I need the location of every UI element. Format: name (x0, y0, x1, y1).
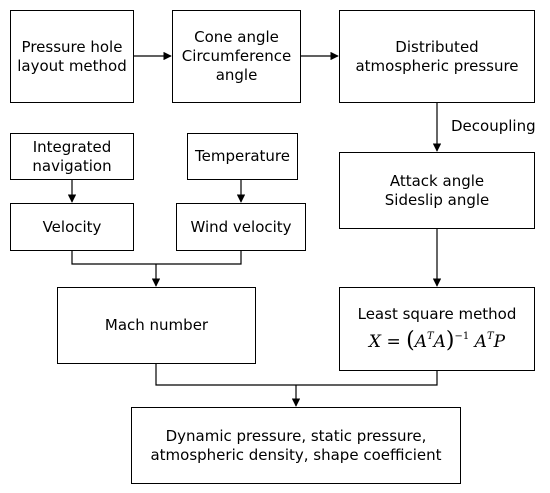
cone-angle-line-3: angle (215, 66, 258, 84)
dynamic-pressure-box: Dynamic pressure, static pressure, atmos… (131, 407, 461, 484)
decoupling-label: Decoupling (451, 117, 536, 135)
formula-t2: T (486, 331, 494, 342)
mach-number-line: Mach number (104, 316, 209, 334)
dynamic-line-1: Dynamic pressure, static pressure, (165, 426, 427, 445)
formula-a2: A (433, 332, 446, 352)
least-square-formula: X = (ATA)−1 ATP (368, 328, 506, 353)
connector-velocity-to-junction (71, 251, 242, 265)
formula-p: P (493, 332, 506, 352)
distributed-pressure-box: Distributed atmospheric pressure (339, 10, 535, 103)
cone-angle-line-1: Cone angle (194, 28, 279, 46)
pressure-hole-line-1: Pressure hole (21, 37, 123, 56)
attack-angle-line-1: Attack angle (389, 171, 485, 190)
wind-velocity-box: Wind velocity (176, 203, 306, 251)
temperature-box: Temperature (187, 133, 298, 180)
formula-a1: A (414, 332, 427, 352)
formula-x: X (368, 332, 382, 352)
integrated-nav-line-2: navigation (32, 156, 112, 175)
temperature-line: Temperature (194, 147, 291, 165)
distributed-line-2: atmospheric pressure (355, 56, 519, 75)
formula-a3: A (474, 332, 487, 352)
least-square-box: Least square method X = (ATA)−1 ATP (339, 287, 535, 371)
least-square-line: Least square method (357, 305, 517, 323)
attack-angle-line-2: Sideslip angle (384, 190, 490, 209)
distributed-line-1: Distributed (395, 37, 479, 56)
velocity-line: Velocity (42, 217, 102, 236)
mach-number-box: Mach number (57, 287, 256, 364)
integrated-navigation-box: Integrated navigation (10, 133, 134, 180)
formula-t1: T (426, 331, 434, 342)
formula-equals: = (386, 332, 401, 352)
dynamic-line-2: atmospheric density, shape coefficient (150, 445, 442, 464)
integrated-nav-line-1: Integrated (32, 137, 112, 156)
pressure-hole-layout-box: Pressure hole layout method (10, 10, 134, 103)
pressure-hole-line-2: layout method (17, 56, 127, 75)
formula-inverse: −1 (454, 331, 470, 342)
wind-velocity-line: Wind velocity (190, 217, 292, 236)
cone-angle-line-2: Circumference (181, 47, 292, 65)
velocity-box: Velocity (10, 203, 134, 251)
cone-angle-box: Cone angle Circumference angle (172, 10, 301, 103)
attack-angle-box: Attack angle Sideslip angle (339, 152, 535, 229)
